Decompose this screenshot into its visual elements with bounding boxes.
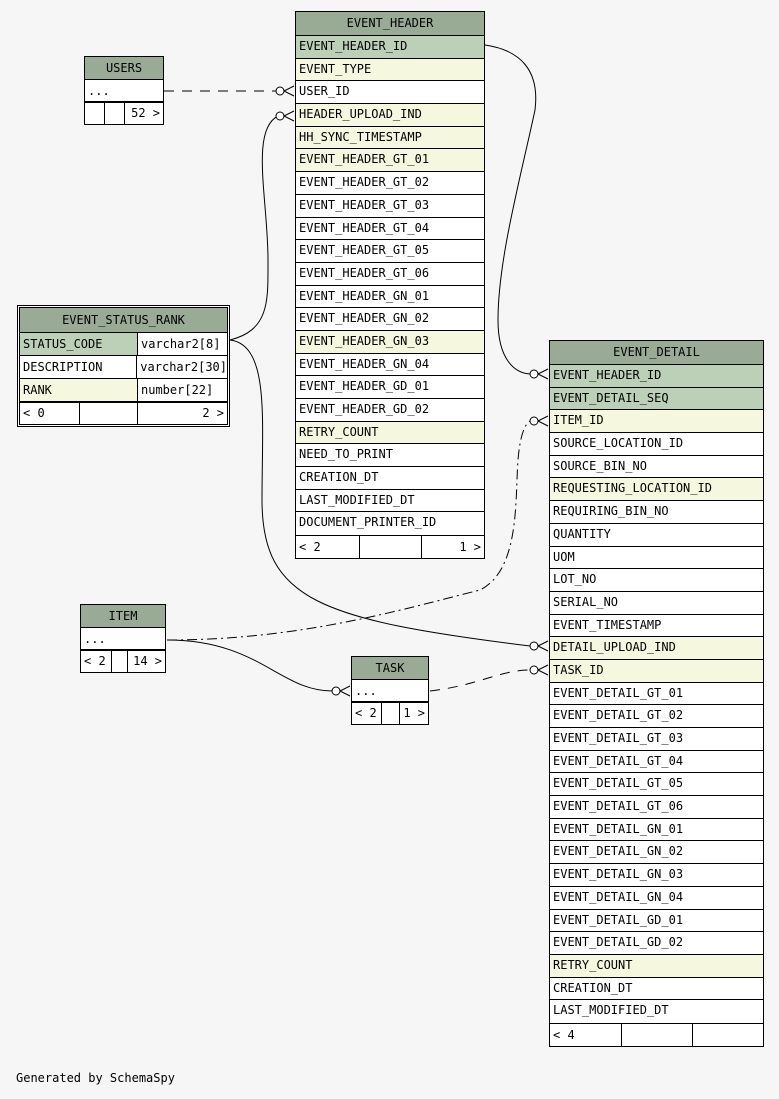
column-row: EVENT_DETAIL_SEQ — [550, 387, 763, 411]
column-row: HEADER_UPLOAD_IND — [296, 104, 484, 127]
column-row: TASK_ID — [550, 659, 763, 683]
column-row: LAST_MODIFIED_DT — [553, 1003, 669, 1018]
column-row: EVENT_HEADER_GT_03 — [296, 195, 484, 218]
column-row: LAST_MODIFIED_DT — [296, 490, 484, 513]
table-task[interactable]: TASK ... < 2 1 > — [351, 656, 429, 725]
column-row: EVENT_DETAIL_GT_06 — [550, 796, 763, 819]
column-row: EVENT_DETAIL_GT_03 — [550, 728, 763, 751]
column-row: EVENT_HEADER_GN_03 — [296, 330, 484, 354]
column-row: EVENT_HEADER_GN_04 — [296, 354, 484, 377]
link-task-detail — [429, 669, 531, 692]
table-row: ... — [81, 628, 165, 650]
table-users[interactable]: USERS ... 52 > — [84, 56, 164, 125]
column-row: EVENT_HEADER_GN_01 — [296, 286, 484, 309]
column-row: RETRY_COUNT — [296, 421, 484, 445]
column-row: EVENT_DETAIL_GN_04 — [550, 887, 763, 910]
column-row: RETRY_COUNT — [550, 954, 763, 978]
column-row: CREATION_DT — [296, 467, 484, 490]
table-row: RANK number[22] — [20, 379, 227, 402]
column-row: EVENT_DETAIL_GN_02 — [550, 841, 763, 865]
table-title: EVENT_HEADER — [296, 12, 484, 36]
column-row: EVENT_HEADER_GN_02 — [296, 308, 484, 331]
column-row: EVENT_HEADER_GT_04 — [296, 218, 484, 241]
column-row: EVENT_TIMESTAMP — [550, 615, 763, 638]
table-title: USERS — [85, 57, 163, 80]
generated-by-credit: Generated by SchemaSpy — [16, 1071, 175, 1085]
table-row: DESCRIPTION varchar2[30] — [20, 356, 227, 379]
column-row: EVENT_TYPE — [296, 58, 484, 82]
column-row: EVENT_HEADER_GT_01 — [296, 149, 484, 173]
table-footer: < 2 1 > — [352, 702, 428, 724]
column-row: USER_ID — [296, 81, 484, 105]
table-row: STATUS_CODE varchar2[8] — [20, 333, 227, 356]
table-row: ... — [85, 80, 163, 102]
table-item[interactable]: ITEM ... < 2 14 > — [80, 604, 166, 673]
column-row: HH_SYNC_TIMESTAMP — [296, 126, 484, 150]
link-status-rank-header-upload — [229, 115, 279, 341]
table-title: EVENT_STATUS_RANK — [20, 308, 227, 333]
table-title: TASK — [352, 657, 428, 680]
link-item-task — [166, 639, 335, 692]
table-event-status-rank[interactable]: EVENT_STATUS_RANK STATUS_CODE varchar2[8… — [17, 305, 230, 427]
table-footer: < 2 1 > — [296, 535, 484, 559]
table-title: ITEM — [81, 605, 165, 628]
link-header-detail — [484, 44, 537, 375]
column-row: EVENT_DETAIL_GT_02 — [550, 705, 763, 728]
column-row: EVENT_DETAIL_GT_04 — [550, 751, 763, 774]
column-row: DETAIL_UPLOAD_IND — [550, 637, 763, 660]
column-row: EVENT_DETAIL_GT_05 — [550, 773, 763, 797]
table-footer: 52 > — [85, 102, 163, 124]
table-footer: < 4 — [550, 1022, 763, 1046]
column-row: EVENT_HEADER_GT_05 — [296, 240, 484, 263]
column-row: EVENT_HEADER_GT_06 — [296, 263, 484, 286]
column-row: REQUIRING_BIN_NO — [550, 501, 763, 524]
column-row: EVENT_HEADER_ID — [550, 365, 763, 388]
column-row: EVENT_HEADER_GD_01 — [296, 376, 484, 399]
column-row: NEED_TO_PRINT — [296, 444, 484, 468]
column-row: EVENT_HEADER_ID — [296, 36, 484, 59]
table-row: ... — [352, 680, 428, 702]
column-row: UOM — [550, 547, 763, 570]
column-row: ITEM_ID — [550, 410, 763, 434]
column-row: EVENT_DETAIL_GD_02 — [550, 932, 763, 955]
table-footer: < 2 14 > — [81, 650, 165, 672]
table-title: EVENT_DETAIL — [550, 341, 763, 365]
table-footer: < 0 2 > — [20, 402, 227, 424]
column-row: SERIAL_NO — [550, 592, 763, 615]
column-row: QUANTITY — [550, 524, 763, 547]
column-row: SOURCE_LOCATION_ID — [550, 433, 763, 456]
column-row: EVENT_DETAIL_GD_01 — [550, 910, 763, 933]
column-row: EVENT_DETAIL_GN_03 — [550, 864, 763, 887]
column-row: EVENT_HEADER_GT_02 — [296, 172, 484, 195]
column-row: EVENT_DETAIL_GN_01 — [550, 819, 763, 842]
column-row: SOURCE_BIN_NO — [550, 456, 763, 479]
column-row: LOT_NO — [550, 569, 763, 592]
column-row: REQUESTING_LOCATION_ID — [550, 478, 763, 502]
column-row: CREATION_DT — [550, 978, 763, 1001]
column-row: EVENT_HEADER_GD_02 — [296, 399, 484, 422]
column-row: EVENT_DETAIL_GT_01 — [550, 683, 763, 706]
column-row: DOCUMENT_PRINTER_ID — [299, 515, 437, 530]
